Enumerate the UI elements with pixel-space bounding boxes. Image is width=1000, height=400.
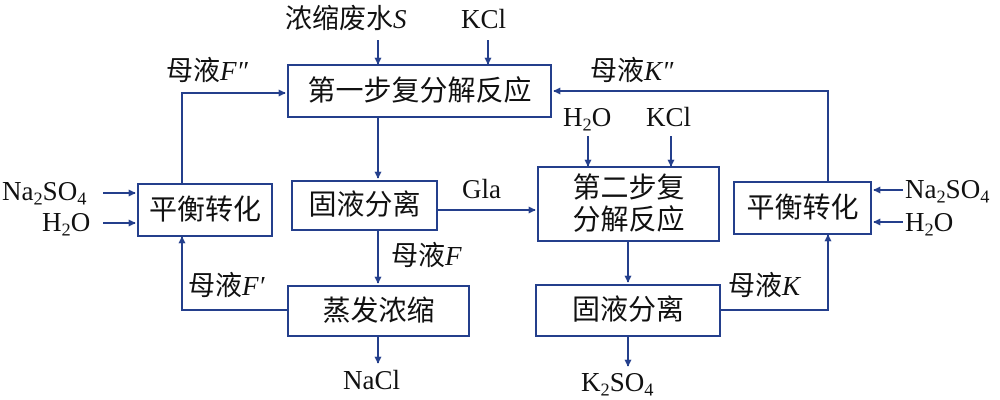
stream-f-prime: F′ xyxy=(242,271,265,301)
h2o-left-h: H xyxy=(42,207,62,237)
gla-text: Gla xyxy=(462,174,501,204)
na2so4-left-na: Na xyxy=(2,176,34,206)
na2so4-left-so: SO xyxy=(42,176,78,206)
mother-liquor-text: 母液 xyxy=(728,271,782,302)
sep1-label: 固液分离 xyxy=(308,188,421,222)
h2o-mid-sub: 2 xyxy=(582,114,592,135)
h2o-mid-label: H2O xyxy=(563,102,612,134)
na2so4-right-so: SO xyxy=(945,174,981,204)
nacl-product-label: NaCl xyxy=(343,367,400,394)
h2o-right-h: H xyxy=(905,207,925,237)
balance-right-box: 平衡转化 xyxy=(733,181,872,235)
nacl-text: NaCl xyxy=(343,365,400,395)
sep2-label: 固液分离 xyxy=(571,293,684,327)
waste-water-label: 浓缩废水S xyxy=(285,4,407,35)
h2o-left-o: O xyxy=(70,207,91,237)
balance-left-box: 平衡转化 xyxy=(137,183,273,237)
arrow-balance-left-to-step1 xyxy=(181,89,286,183)
mother-liquor-text: 母液 xyxy=(166,56,220,87)
kcl-mid-label: KCl xyxy=(646,104,691,131)
evap-box: 蒸发浓缩 xyxy=(287,285,470,337)
stream-k-dprime: K″ xyxy=(644,56,674,86)
na2so4-right-sub1: 2 xyxy=(936,186,946,207)
h2o-left-label: H2O xyxy=(42,207,91,239)
na2so4-right-na: Na xyxy=(905,174,937,204)
mother-liquor-f-dprime-label: 母液F″ xyxy=(166,56,248,87)
mother-liquor-k-dprime-label: 母液K″ xyxy=(590,56,674,87)
h2o-right-label: H2O xyxy=(905,207,954,239)
na2so4-right-sub2: 4 xyxy=(980,186,990,207)
mother-liquor-f-label: 母液F xyxy=(391,241,462,272)
h2o-left-sub: 2 xyxy=(61,219,71,240)
k2so4-product-label: K2SO4 xyxy=(581,367,653,399)
gla-label: Gla xyxy=(462,176,501,203)
mother-liquor-k-label: 母液K xyxy=(728,271,801,302)
balance-right-label: 平衡转化 xyxy=(746,190,859,224)
stream-f: F xyxy=(445,241,462,271)
sep1-box: 固液分离 xyxy=(291,180,438,231)
stream-f-dprime: F″ xyxy=(220,56,248,86)
na2so4-left-sub1: 2 xyxy=(33,188,43,209)
step2-box: 第二步复 分解反应 xyxy=(537,166,720,242)
kcl-top-label: KCl xyxy=(461,6,506,33)
h2o-mid-o: O xyxy=(591,102,612,132)
sep2-box: 固液分离 xyxy=(535,284,721,337)
k2so4-sub2: 4 xyxy=(644,379,654,400)
mother-liquor-text: 母液 xyxy=(590,56,644,87)
stream-k: K xyxy=(782,271,801,301)
k2so4-sub1: 2 xyxy=(600,379,610,400)
balance-left-label: 平衡转化 xyxy=(148,192,261,226)
step1-box: 第一步复分解反应 xyxy=(287,64,552,118)
evap-label: 蒸发浓缩 xyxy=(322,293,435,327)
arrow-evap-to-balance-left xyxy=(178,236,287,311)
mother-liquor-text: 母液 xyxy=(391,241,445,272)
kcl-top-text: KCl xyxy=(461,4,507,34)
k2so4-so: SO xyxy=(609,367,645,397)
step1-label: 第一步复分解反应 xyxy=(307,73,532,107)
arrow-balance-right-to-step1 xyxy=(553,87,829,181)
kcl-mid-text: KCl xyxy=(646,102,692,132)
h2o-mid-h: H xyxy=(563,102,583,132)
na2so4-left-sub2: 4 xyxy=(77,188,87,209)
arrow-sep2-to-balance-right xyxy=(721,234,832,311)
step2-label-line1: 第二步复 xyxy=(572,170,685,204)
mother-liquor-f-prime-label: 母液F′ xyxy=(188,271,265,302)
k2so4-k: K xyxy=(581,367,601,397)
na2so4-right-label: Na2SO4 xyxy=(905,174,989,206)
mother-liquor-text: 母液 xyxy=(188,271,242,302)
waste-water-symbol: S xyxy=(393,4,407,34)
h2o-right-sub: 2 xyxy=(924,219,934,240)
h2o-right-o: O xyxy=(933,207,954,237)
na2so4-left-label: Na2SO4 xyxy=(2,176,86,208)
waste-water-text: 浓缩废水 xyxy=(285,4,393,35)
step2-label-line2: 分解反应 xyxy=(572,203,685,236)
